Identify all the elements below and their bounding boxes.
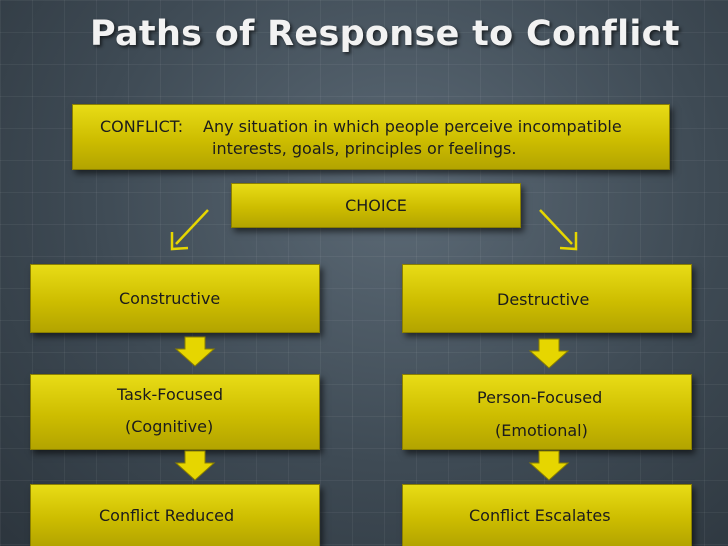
conflict-reduced-label: Conflict Reduced [99, 506, 235, 525]
definition-line-1: Any situation in which people perceive i… [203, 117, 622, 136]
block-down-arrow-icon [174, 450, 216, 481]
task-focused-label: Task-Focused [117, 385, 223, 404]
block-down-arrow-icon [174, 336, 216, 367]
destructive-box: Destructive [402, 264, 692, 333]
definition-line-2: interests, goals, principles or feelings… [212, 139, 517, 158]
conflict-escalates-box: Conflict Escalates [402, 484, 692, 546]
definition-label: CONFLICT: [100, 117, 184, 136]
conflict-escalates-label: Conflict Escalates [469, 506, 611, 525]
emotional-label: (Emotional) [495, 421, 588, 440]
constructive-label: Constructive [119, 289, 221, 308]
diagonal-arrow-right-icon [539, 209, 578, 251]
task-focused-box: Task-Focused (Cognitive) [30, 374, 320, 450]
constructive-box: Constructive [30, 264, 320, 333]
choice-label: CHOICE [345, 196, 407, 215]
diagonal-arrow-left-icon [170, 209, 209, 251]
destructive-label: Destructive [497, 290, 590, 309]
cognitive-label: (Cognitive) [125, 417, 214, 436]
conflict-reduced-box: Conflict Reduced [30, 484, 320, 546]
person-focused-label: Person-Focused [477, 388, 603, 407]
person-focused-box: Person-Focused (Emotional) [402, 374, 692, 450]
conflict-definition-box: CONFLICT: Any situation in which people … [72, 104, 670, 170]
choice-box: CHOICE [231, 183, 521, 228]
page-title: Paths of Response to Conflict [90, 14, 680, 54]
block-down-arrow-icon [528, 450, 570, 481]
block-down-arrow-icon [528, 338, 570, 369]
